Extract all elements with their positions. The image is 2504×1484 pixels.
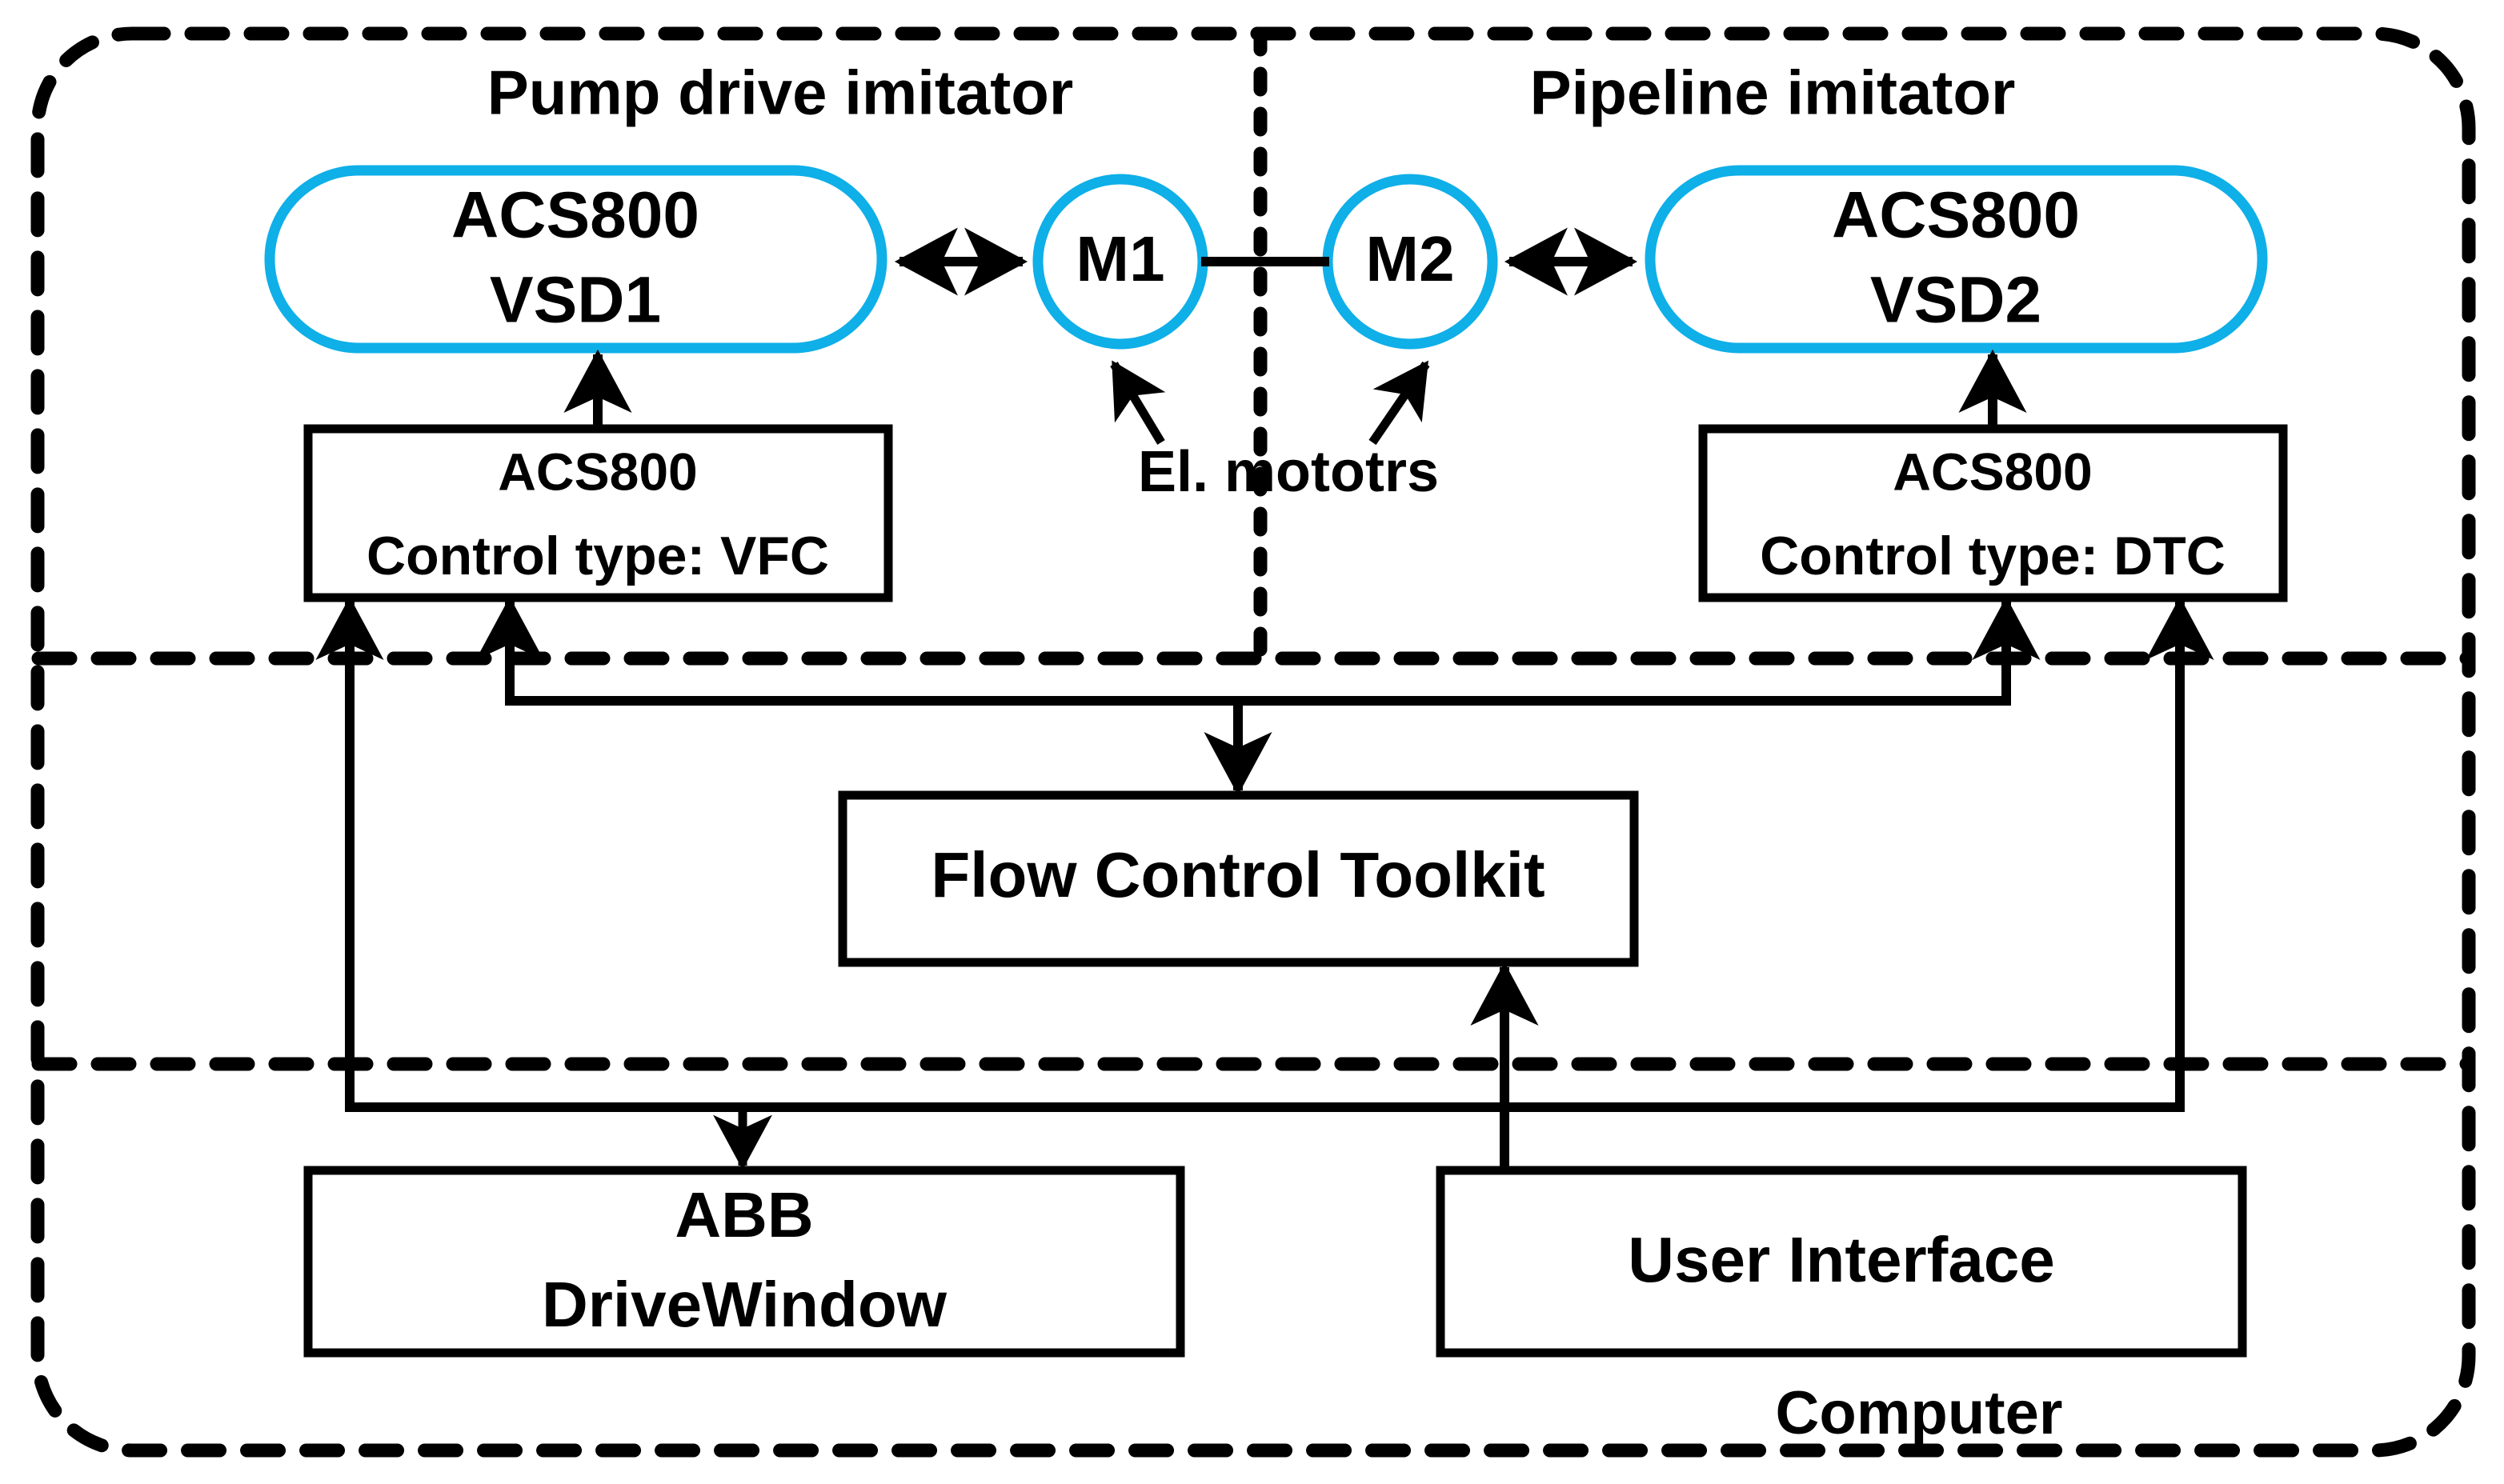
node-vsd2[interactable] — [1645, 165, 2268, 354]
node-user-interface[interactable] — [1436, 1166, 2247, 1358]
node-ctrl-vfc-line1: ACS800 — [498, 442, 697, 501]
node-vsd1-line1: ACS800 — [451, 179, 699, 252]
connector-drivewindow-bus — [345, 598, 2185, 1112]
node-abb-drivewindow-line1: ABB — [675, 1179, 813, 1250]
node-flow-control-toolkit[interactable] — [838, 790, 1639, 967]
node-flow-control-toolkit-label: Flow Control Toolkit — [931, 839, 1544, 910]
node-ctrl-vfc[interactable] — [303, 424, 893, 602]
node-ctrl-dtc[interactable] — [1698, 424, 2288, 602]
node-user-interface-label: User Interface — [1628, 1224, 2055, 1295]
node-vsd1[interactable] — [264, 165, 887, 354]
node-abb-drivewindow-line2: DriveWindow — [542, 1269, 948, 1340]
node-ctrl-dtc-line2: Control type: DTC — [1760, 526, 2226, 586]
section-title-pipeline-imitator: Pipeline imitator — [1530, 58, 2016, 128]
node-abb-drivewindow[interactable] — [303, 1166, 1185, 1358]
computer-boundary — [30, 26, 2476, 1458]
node-vsd2-line1: ACS800 — [1832, 179, 2080, 252]
node-ctrl-vfc-line2: Control type: VFC — [367, 526, 829, 586]
node-ctrl-dtc-line1: ACS800 — [1893, 442, 2092, 501]
section-title-pump-drive-imitator: Pump drive imitator — [487, 58, 1073, 128]
node-motor-m2-label: M2 — [1365, 223, 1454, 294]
node-vsd1-line2: VSD1 — [490, 264, 661, 337]
node-vsd2-line2: VSD2 — [1870, 264, 2041, 337]
computer-label: Computer — [1776, 1379, 2063, 1447]
annotation-el-motors: El. mototrs — [1138, 440, 1439, 504]
annotation-leader-motor1 — [1110, 360, 1166, 445]
annotation-leader-motor2 — [1368, 360, 1430, 446]
node-motor-m1-label: M1 — [1076, 223, 1164, 294]
